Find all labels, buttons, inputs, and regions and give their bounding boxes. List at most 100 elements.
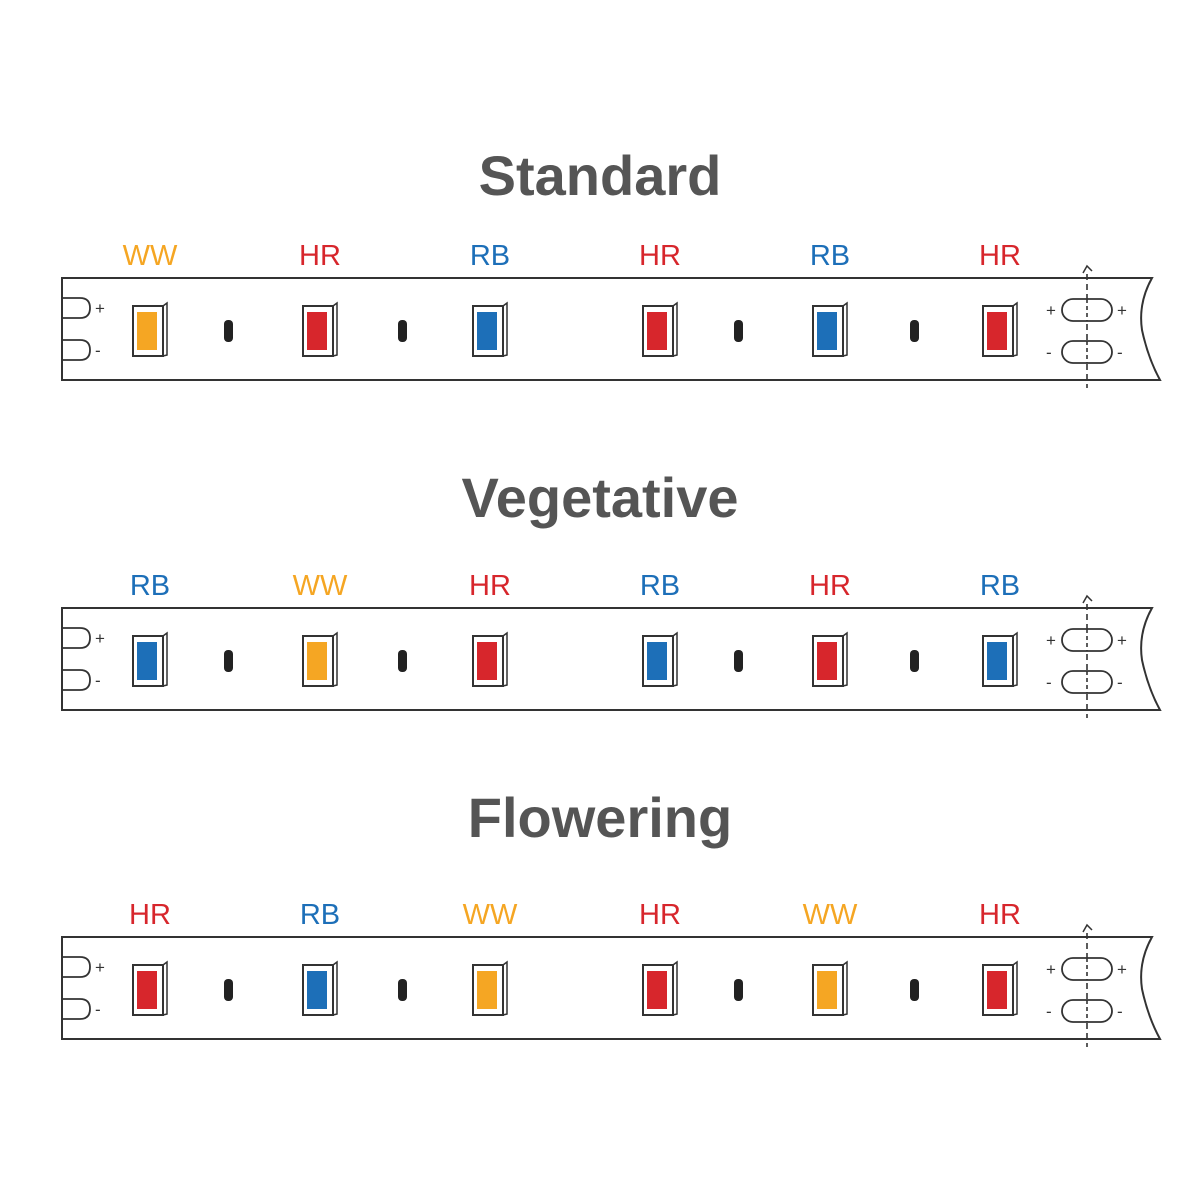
scissors-icon	[1082, 594, 1093, 604]
led-package-edge	[502, 631, 508, 687]
led-label: HR	[979, 240, 1021, 272]
led-label: HR	[299, 240, 341, 272]
scissors-icon	[1082, 264, 1093, 274]
resistor	[224, 979, 233, 1001]
led-package-edge	[1012, 301, 1018, 357]
left-pad-positive	[62, 956, 91, 978]
right-plus-sign-right: +	[1117, 960, 1127, 979]
resistor	[398, 979, 407, 1001]
led-label: WW	[293, 570, 348, 602]
led-package-edge	[332, 301, 338, 357]
led-package-edge	[672, 301, 678, 357]
led-chip	[987, 312, 1007, 350]
resistor	[224, 650, 233, 672]
right-minus-sign-left: -	[1046, 1002, 1052, 1021]
led-label: RB	[640, 570, 680, 602]
led-chip	[477, 971, 497, 1009]
strip-group-vegetative: Vegetative + - RB WW HR RB HR RB + + - -	[61, 466, 1162, 718]
strip-title: Standard	[479, 144, 722, 207]
resistor	[910, 650, 919, 672]
left-plus-sign: +	[95, 629, 105, 648]
left-pad-positive	[62, 627, 91, 649]
right-minus-sign-right: -	[1117, 1002, 1123, 1021]
led-package-edge	[162, 301, 168, 357]
led-chip	[137, 312, 157, 350]
led-chip	[477, 642, 497, 680]
led-chip	[307, 642, 327, 680]
led-chip	[817, 642, 837, 680]
led-chip	[647, 971, 667, 1009]
led-package-edge	[502, 960, 508, 1016]
right-minus-sign-left: -	[1046, 673, 1052, 692]
resistor	[398, 320, 407, 342]
led-chip	[817, 971, 837, 1009]
resistor	[734, 320, 743, 342]
right-plus-sign-left: +	[1046, 301, 1056, 320]
left-plus-sign: +	[95, 958, 105, 977]
right-plus-sign-left: +	[1046, 631, 1056, 650]
led-package-edge	[842, 960, 848, 1016]
led-package-edge	[332, 631, 338, 687]
left-pad-negative	[62, 339, 91, 361]
led-package-edge	[672, 960, 678, 1016]
led-package-edge	[672, 631, 678, 687]
led-chip	[817, 312, 837, 350]
led-package-edge	[162, 960, 168, 1016]
led-label: RB	[980, 570, 1020, 602]
led-label: HR	[979, 899, 1021, 931]
led-package-edge	[842, 631, 848, 687]
strip-title: Vegetative	[461, 466, 738, 529]
left-pad-positive	[62, 297, 91, 319]
led-chip	[647, 642, 667, 680]
right-minus-sign-right: -	[1117, 673, 1123, 692]
left-minus-sign: -	[95, 671, 101, 690]
right-minus-sign-left: -	[1046, 343, 1052, 362]
right-plus-sign-right: +	[1117, 301, 1127, 320]
led-label: RB	[810, 240, 850, 272]
led-chip	[307, 971, 327, 1009]
led-chip	[477, 312, 497, 350]
led-label: RB	[130, 570, 170, 602]
resistor	[734, 650, 743, 672]
left-pad-negative	[62, 998, 91, 1020]
led-label: WW	[123, 240, 178, 272]
led-label: HR	[639, 899, 681, 931]
led-label: HR	[639, 240, 681, 272]
led-label: HR	[809, 570, 851, 602]
led-label: WW	[463, 899, 518, 931]
resistor	[398, 650, 407, 672]
led-chip	[137, 971, 157, 1009]
strip-group-standard: Standard + - WW HR RB HR RB HR + + - -	[61, 144, 1162, 388]
left-plus-sign: +	[95, 299, 105, 318]
led-chip	[987, 642, 1007, 680]
led-chip	[307, 312, 327, 350]
right-plus-sign-right: +	[1117, 631, 1127, 650]
resistor	[910, 979, 919, 1001]
led-label: HR	[129, 899, 171, 931]
led-package-edge	[1012, 631, 1018, 687]
resistor	[224, 320, 233, 342]
led-chip	[647, 312, 667, 350]
led-label: RB	[300, 899, 340, 931]
led-label: RB	[470, 240, 510, 272]
led-label: HR	[469, 570, 511, 602]
led-package-edge	[1012, 960, 1018, 1016]
led-package-edge	[502, 301, 508, 357]
led-chip	[987, 971, 1007, 1009]
led-package-edge	[332, 960, 338, 1016]
strip-group-flowering: Flowering + - HR RB WW HR WW HR + + - -	[61, 786, 1162, 1047]
led-chip	[137, 642, 157, 680]
right-minus-sign-right: -	[1117, 343, 1123, 362]
resistor	[910, 320, 919, 342]
left-minus-sign: -	[95, 1000, 101, 1019]
right-plus-sign-left: +	[1046, 960, 1056, 979]
resistor	[734, 979, 743, 1001]
led-package-edge	[842, 301, 848, 357]
strip-title: Flowering	[468, 786, 732, 849]
led-label: WW	[803, 899, 858, 931]
left-minus-sign: -	[95, 341, 101, 360]
scissors-icon	[1082, 923, 1093, 933]
led-package-edge	[162, 631, 168, 687]
left-pad-negative	[62, 669, 91, 691]
